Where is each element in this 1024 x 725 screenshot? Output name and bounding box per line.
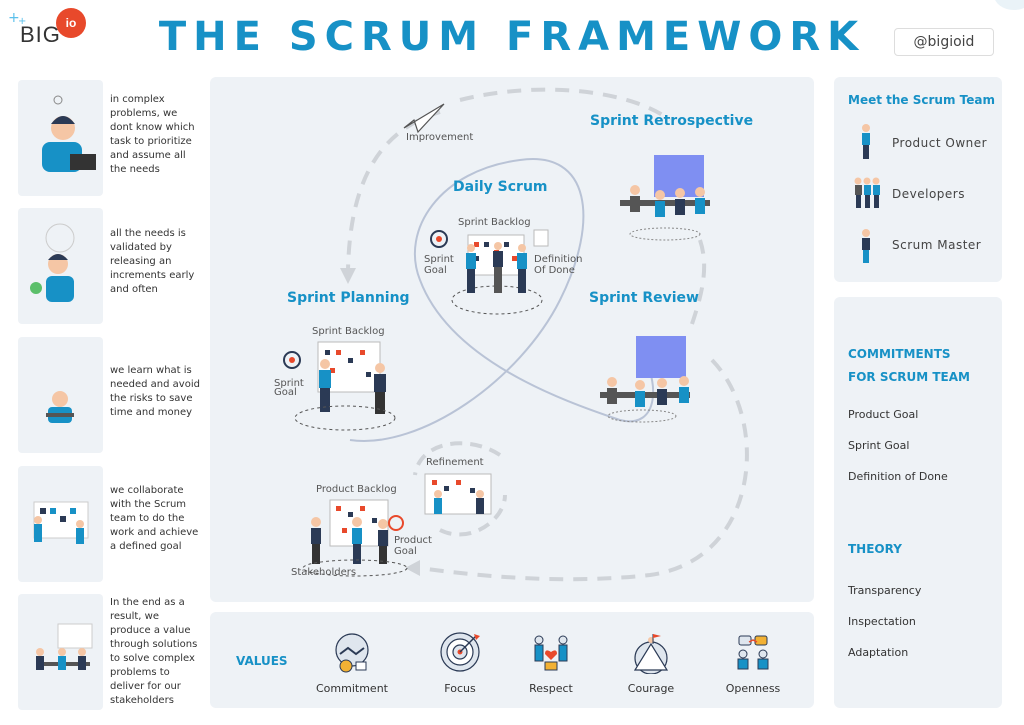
card-illustration-3 xyxy=(18,337,103,453)
collaboration-illustration xyxy=(33,501,89,544)
card-illustration-5 xyxy=(18,594,103,710)
learning-person-illustration xyxy=(46,391,74,423)
values-heading: VALUES xyxy=(236,654,288,668)
value-label: Respect xyxy=(529,682,573,695)
theory-adaptation: Adaptation xyxy=(848,646,909,659)
scrum-diagram-panel xyxy=(210,77,814,602)
review-to-backlog-dashed xyxy=(419,358,749,582)
commitment-icon xyxy=(335,633,369,673)
logo-badge: io xyxy=(56,8,86,38)
theory-heading: THEORY xyxy=(848,542,902,556)
card-text-2: all the needs is validated by releasing … xyxy=(110,228,195,295)
commitments-theory-panel xyxy=(834,297,1002,708)
theory-inspectation: Inspectation xyxy=(848,615,916,628)
target-icon xyxy=(388,515,404,531)
stakeholder-meeting-illustration xyxy=(36,623,93,670)
planning-sprint-backlog-label: Sprint Backlog xyxy=(312,326,385,337)
daily-definition-of-done-label: Definition Of Done xyxy=(534,254,583,276)
team-member-product-owner: Product Owner xyxy=(892,136,988,150)
decorative-circle xyxy=(994,0,1024,10)
value-label: Openness xyxy=(725,682,781,695)
target-icon xyxy=(283,351,301,369)
sparkle-icon: + xyxy=(8,10,20,26)
values-panel xyxy=(210,612,814,708)
arrowhead-icon xyxy=(340,268,356,284)
theory-transparency: Transparency xyxy=(848,584,922,597)
refinement-dashed-loop-2 xyxy=(439,494,507,537)
refinement-label: Refinement xyxy=(426,457,484,468)
team-member-scrum-master: Scrum Master xyxy=(892,238,982,252)
team-heading: Meet the Scrum Team xyxy=(848,93,995,107)
daily-sprint-backlog-label: Sprint Backlog xyxy=(458,217,531,228)
sparkle-icon: + xyxy=(18,16,27,27)
card-illustration-4 xyxy=(18,466,103,582)
card-text-4: we collaborate with the Scrum team to do… xyxy=(110,485,199,552)
sprint-planning-title: Sprint Planning xyxy=(287,290,410,306)
planning-sprint-goal-label: Sprint Goal xyxy=(274,378,304,398)
product-goal-label: Product Goal xyxy=(394,535,432,557)
confused-person-illustration xyxy=(42,95,96,172)
value-label: Commitment xyxy=(316,682,388,695)
sprint-review-title: Sprint Review xyxy=(589,290,699,306)
card-text-3: we learn what is needed and avoid the ri… xyxy=(110,365,200,418)
commitments-heading: COMMITMENTS FOR SCRUM TEAM xyxy=(848,347,970,384)
arrowhead-icon xyxy=(405,560,420,576)
team-member-developers: Developers xyxy=(892,187,965,201)
product-backlog-label: Product Backlog xyxy=(316,484,397,495)
card-illustration-1 xyxy=(18,80,103,196)
daily-sprint-goal-label: Sprint Goal xyxy=(424,254,454,276)
target-icon xyxy=(440,632,480,672)
courage-icon xyxy=(633,634,669,674)
social-handle: @bigioid xyxy=(894,28,994,56)
openness-icon xyxy=(737,635,769,670)
improvement-label: Improvement xyxy=(406,132,474,143)
refinement-dashed-loop xyxy=(413,441,502,476)
commitment-product-goal: Product Goal xyxy=(848,408,919,421)
respect-icon xyxy=(534,635,568,671)
card-illustration-2 xyxy=(18,208,103,324)
value-label: Courage xyxy=(627,682,675,695)
card-text-1: in complex problems, we dont know which … xyxy=(110,94,195,175)
review-board-icon xyxy=(636,336,686,378)
value-label: Focus xyxy=(444,682,476,695)
card-text-5: In the end as a result, we produce a val… xyxy=(110,597,198,706)
sprint-retrospective-title: Sprint Retrospective xyxy=(590,113,754,129)
page-title: THE SCRUM FRAMEWORK xyxy=(158,14,866,60)
commitment-sprint-goal: Sprint Goal xyxy=(848,439,910,452)
bigio-logo: + + xyxy=(8,8,86,58)
target-icon xyxy=(430,230,448,248)
stakeholders-label: Stakeholders xyxy=(291,567,357,578)
sprint-loop xyxy=(349,158,655,442)
paper-plane-icon xyxy=(403,103,445,134)
logo-text: BIG xyxy=(20,22,61,47)
retro-to-review-dashed xyxy=(688,239,707,331)
daily-scrum-title: Daily Scrum xyxy=(453,179,548,195)
retro-dashed-arrow xyxy=(459,87,672,122)
commitment-definition-of-done: Definition of Done xyxy=(848,470,948,483)
thinking-person-illustration xyxy=(30,223,75,302)
document-icon xyxy=(533,229,549,247)
